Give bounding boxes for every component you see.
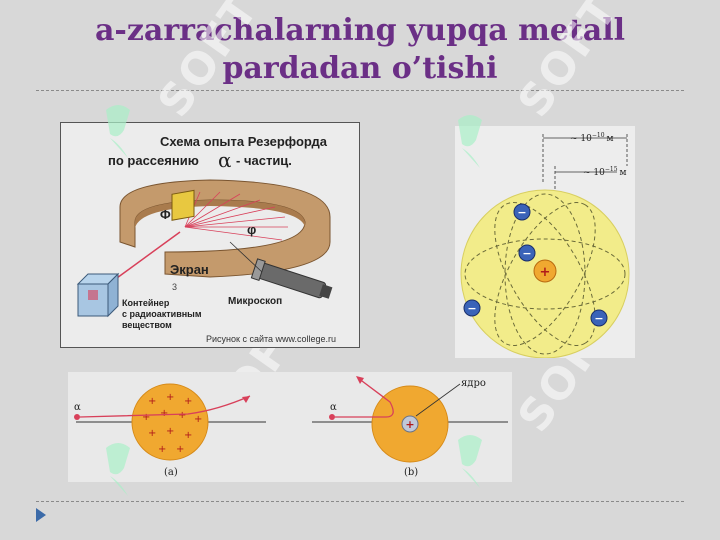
svg-text:+: + [148,396,156,407]
rutherford-diagram: Схема опыта Резерфорда по рассеянию α - … [60,122,360,348]
top-divider [36,90,684,91]
rutherford-heading-alpha: α [218,148,232,172]
svg-text:+: + [176,444,184,455]
nucleus-leader [415,383,461,417]
alpha-arrow-a [242,396,250,403]
scattering-figure: +++ ++++ +++ ++ α (a) + α ядро (b) [68,372,512,482]
thomson-sphere [131,383,209,461]
nucleus [533,259,557,283]
distributed-charge: +++ ++++ +++ ++ [142,392,202,455]
svg-text:+: + [160,408,168,419]
rutherford-heading-1: Схема опыта Резерфорда [160,134,328,149]
svg-text:+: + [166,392,174,403]
title-line-1: a-zarrachalarning yupqa metall [94,13,625,48]
alpha-label-a: α [74,402,81,413]
gold-foil [171,189,195,221]
electron-sign: − [517,206,526,219]
label-microscope: Микроскоп [228,296,282,307]
microscope-sightline [229,241,263,273]
alpha-label-b: α [330,402,337,413]
label-container-3: веществом [122,320,172,330]
nucleus-sign: + [540,265,551,280]
alpha-particle-a [74,414,80,420]
label-container-2: с радиоактивным [122,309,202,319]
rutherford-heading-2-suffix: - частиц. [236,153,292,168]
alpha-arrow-b [356,376,364,384]
radioactive-container [76,272,120,318]
caption-b: (b) [404,467,418,478]
nucleus-b [401,415,419,433]
electron-sign: − [467,302,476,315]
electron: − [463,299,481,317]
label-phi-right: φ [247,222,256,237]
nucleus-label: ядро [461,378,486,389]
label-phi-left: Φ [160,207,171,222]
slide-title: a-zarrachalarning yupqa metall pardadan … [40,12,680,88]
next-slide-arrow-icon[interactable] [36,508,46,522]
bottom-divider [36,501,684,502]
electron: − [513,203,531,221]
alpha-particle-b [329,414,335,420]
electron: − [518,244,536,262]
alpha-path-b [335,377,394,418]
microscope [250,258,333,299]
label-number: 3 [172,282,177,292]
scatter-rays [184,191,288,241]
rutherford-experiment-figure: Схема опыта Резерфорда по рассеянию α - … [60,122,360,348]
svg-text:+: + [158,444,166,455]
svg-text:+: + [148,428,156,439]
electron: − [590,309,608,327]
caption-a: (a) [164,467,178,478]
electron-orbits [464,193,626,355]
svg-text:+: + [194,414,202,425]
rutherford-caption: Рисунок с сайта www.college.ru [206,334,336,344]
electron-sign: − [522,247,531,260]
alpha-path-a [79,395,251,418]
label-container-1: Контейнер [122,298,170,308]
scattering-diagram: +++ ++++ +++ ++ α (a) + α ядро (b) [68,372,512,482]
title-line-2: pardadan o’tishi [222,51,498,86]
label-screen: Экран [170,262,209,277]
svg-text:+: + [142,412,150,423]
svg-text:+: + [184,396,192,407]
rutherford-heading-2-prefix: по рассеянию [108,153,199,168]
electron-sign: − [594,312,603,325]
svg-text:+: + [166,426,174,437]
svg-text:+: + [184,430,192,441]
svg-text:+: + [178,410,186,421]
nucleus-b-sign: + [405,418,414,431]
